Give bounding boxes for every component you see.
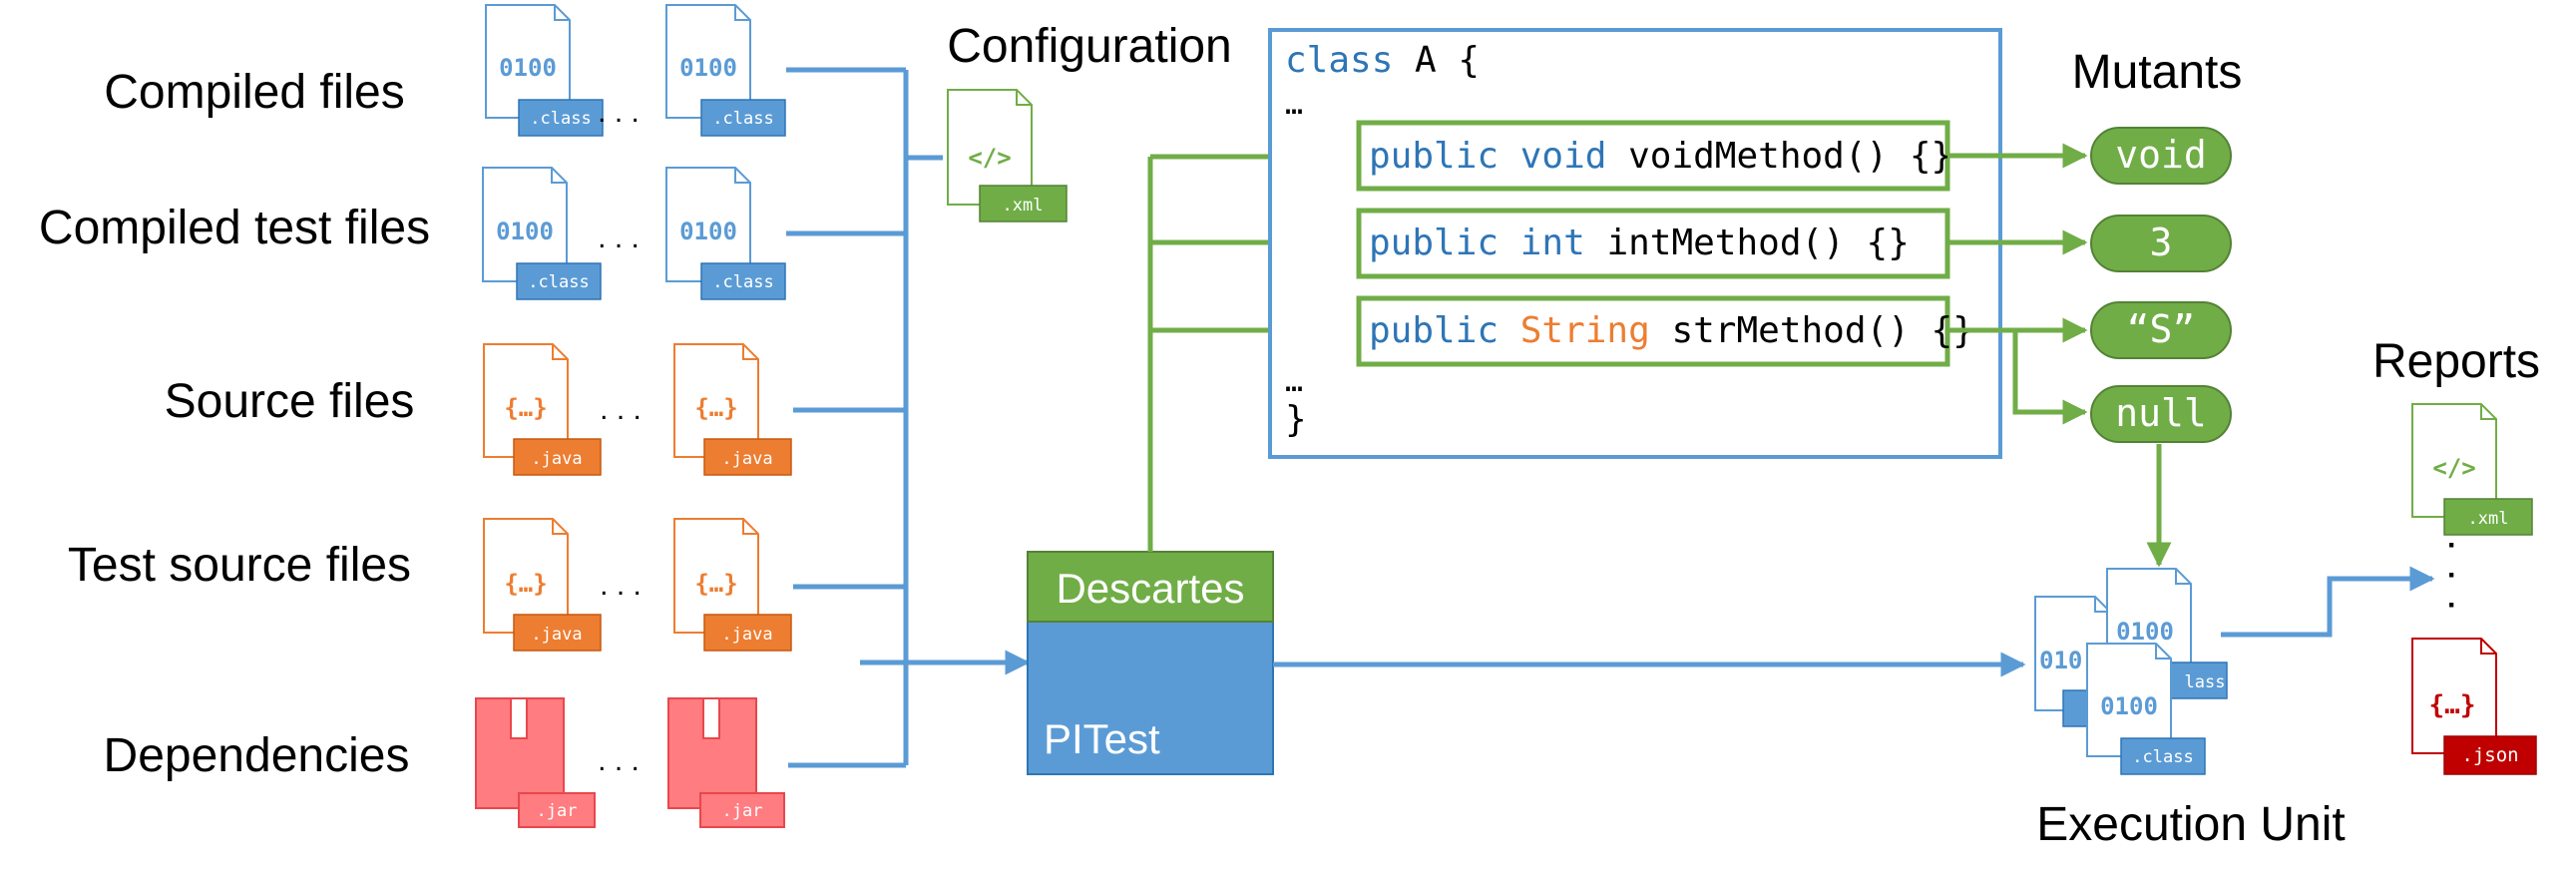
source-java-file-icon: {…} .java bbox=[483, 343, 602, 476]
json-ext: .json bbox=[2461, 744, 2518, 766]
method-modifier: public bbox=[1369, 136, 1499, 177]
report-vertical-dots: · · · bbox=[2447, 529, 2457, 622]
mutant-connectors bbox=[1947, 143, 2172, 568]
java-ext: .java bbox=[531, 625, 582, 645]
class-ext: .class bbox=[2132, 747, 2193, 767]
class-ext: .class bbox=[712, 272, 773, 292]
method-modifier: public bbox=[1369, 222, 1499, 263]
class-name: A { bbox=[1393, 40, 1480, 81]
jar-ext: .jar bbox=[722, 801, 763, 821]
class-declaration: class A { bbox=[1285, 40, 1480, 81]
configuration-label: Configuration bbox=[947, 20, 1232, 73]
reports-label: Reports bbox=[2372, 335, 2540, 388]
dot: · bbox=[2447, 589, 2457, 622]
java-ext: .java bbox=[721, 625, 772, 645]
ellipsis: . . . bbox=[598, 96, 640, 129]
json-glyph: {…} bbox=[2429, 690, 2476, 720]
binary-glyph: 010 bbox=[2039, 647, 2082, 674]
class-ext-partial: lass bbox=[2185, 672, 2226, 692]
ellipsis: . . . bbox=[600, 393, 642, 426]
mutant-void: void bbox=[2090, 127, 2232, 185]
report-json-file-icon: {…} .json bbox=[2411, 638, 2537, 775]
method-return-type: void bbox=[1520, 136, 1607, 177]
jar-file-icon: .jar bbox=[667, 697, 785, 828]
binary-glyph: 0100 bbox=[679, 54, 737, 82]
binary-glyph: 0100 bbox=[496, 218, 554, 245]
ellipsis: . . . bbox=[598, 744, 640, 777]
class-ext: .class bbox=[530, 109, 591, 129]
source-files-label: Source files bbox=[165, 375, 415, 428]
execution-unit-stack: 010 0100 lass 0100 .class bbox=[2034, 568, 2228, 775]
descartes-pitest-engine: Descartes PITest bbox=[1027, 551, 1274, 775]
execution-unit-label: Execution Unit bbox=[2036, 798, 2346, 851]
xml-glyph: </> bbox=[2432, 454, 2475, 482]
report-xml-file-icon: </> .xml bbox=[2411, 403, 2533, 536]
jar-ext: .jar bbox=[537, 801, 578, 821]
binary-glyph: 0100 bbox=[2100, 692, 2158, 720]
jar-file-icon: .jar bbox=[475, 697, 596, 828]
binary-glyph: 0100 bbox=[679, 218, 737, 245]
method-return-type: int bbox=[1520, 222, 1585, 263]
binary-glyph: 0100 bbox=[2116, 618, 2174, 646]
test-source-java-file-icon: {…} .java bbox=[483, 518, 602, 652]
configuration-xml-file-icon: </> .xml bbox=[947, 89, 1068, 222]
class-ext: .class bbox=[528, 272, 589, 292]
code-ellipsis-top: … bbox=[1285, 87, 1303, 122]
class-keyword: class bbox=[1285, 40, 1393, 81]
compiled-test-class-file-icon: 0100 .class bbox=[482, 167, 602, 300]
method-modifier: public bbox=[1369, 310, 1499, 351]
svg-text:public String strMethod() {}: public String strMethod() {} bbox=[1369, 310, 1974, 351]
method-void: public void voidMethod() {} bbox=[1356, 120, 1952, 192]
mutant-null: null bbox=[2090, 385, 2232, 443]
java-ext: .java bbox=[721, 449, 772, 469]
test-source-java-file-icon: {…} .java bbox=[673, 518, 792, 652]
pitest-label: PITest bbox=[1044, 715, 1160, 762]
source-glyph: {…} bbox=[504, 394, 547, 422]
compiled-class-file-icon: 0100 .class bbox=[665, 4, 786, 137]
method-return-type: String bbox=[1520, 310, 1650, 351]
source-glyph: {…} bbox=[694, 394, 737, 422]
input-connector-bus bbox=[786, 67, 1031, 768]
compiled-files-label: Compiled files bbox=[104, 66, 404, 119]
ellipsis: . . . bbox=[600, 569, 642, 602]
mutant-value: “S” bbox=[2127, 307, 2196, 351]
code-closing-brace: } bbox=[1285, 399, 1307, 440]
source-glyph: {…} bbox=[504, 570, 547, 598]
method-int: public int intMethod() {} bbox=[1356, 208, 1950, 279]
mutant-value: null bbox=[2115, 391, 2207, 435]
xml-ext: .xml bbox=[2468, 509, 2509, 529]
dot: · bbox=[2447, 529, 2457, 562]
method-signature: strMethod() {} bbox=[1650, 310, 1974, 351]
svg-text:public int intMethod() {}: public int intMethod() {} bbox=[1369, 222, 1910, 263]
source-java-file-icon: {…} .java bbox=[673, 343, 792, 476]
descartes-label: Descartes bbox=[1056, 565, 1244, 612]
mutant-value: void bbox=[2115, 133, 2207, 177]
dot: · bbox=[2447, 559, 2457, 592]
test-source-files-label: Test source files bbox=[68, 539, 411, 592]
mutants-label: Mutants bbox=[2072, 46, 2243, 99]
mutant-string: “S” bbox=[2090, 301, 2232, 359]
mutant-int: 3 bbox=[2090, 215, 2232, 272]
dependencies-label: Dependencies bbox=[104, 729, 410, 782]
class-ext: .class bbox=[712, 109, 773, 129]
code-ellipsis-bottom: … bbox=[1285, 364, 1303, 399]
method-signature: intMethod() {} bbox=[1585, 222, 1910, 263]
ellipsis: . . . bbox=[598, 221, 640, 254]
method-signature: voidMethod() {} bbox=[1606, 136, 1952, 177]
compiled-test-files-label: Compiled test files bbox=[39, 202, 430, 254]
compiled-class-file-icon: 0100 .class bbox=[485, 4, 604, 137]
execution-to-reports-arrow bbox=[2221, 566, 2435, 638]
binary-glyph: 0100 bbox=[499, 54, 557, 82]
method-string: public String strMethod() {} bbox=[1356, 295, 1974, 367]
svg-text:public void voidMethod() {}: public void voidMethod() {} bbox=[1369, 136, 1952, 177]
xml-ext: .xml bbox=[1003, 196, 1044, 216]
compiled-test-class-file-icon: 0100 .class bbox=[665, 167, 786, 300]
xml-glyph: </> bbox=[968, 144, 1011, 172]
source-glyph: {…} bbox=[694, 570, 737, 598]
mutant-value: 3 bbox=[2150, 220, 2173, 264]
java-ext: .java bbox=[531, 449, 582, 469]
